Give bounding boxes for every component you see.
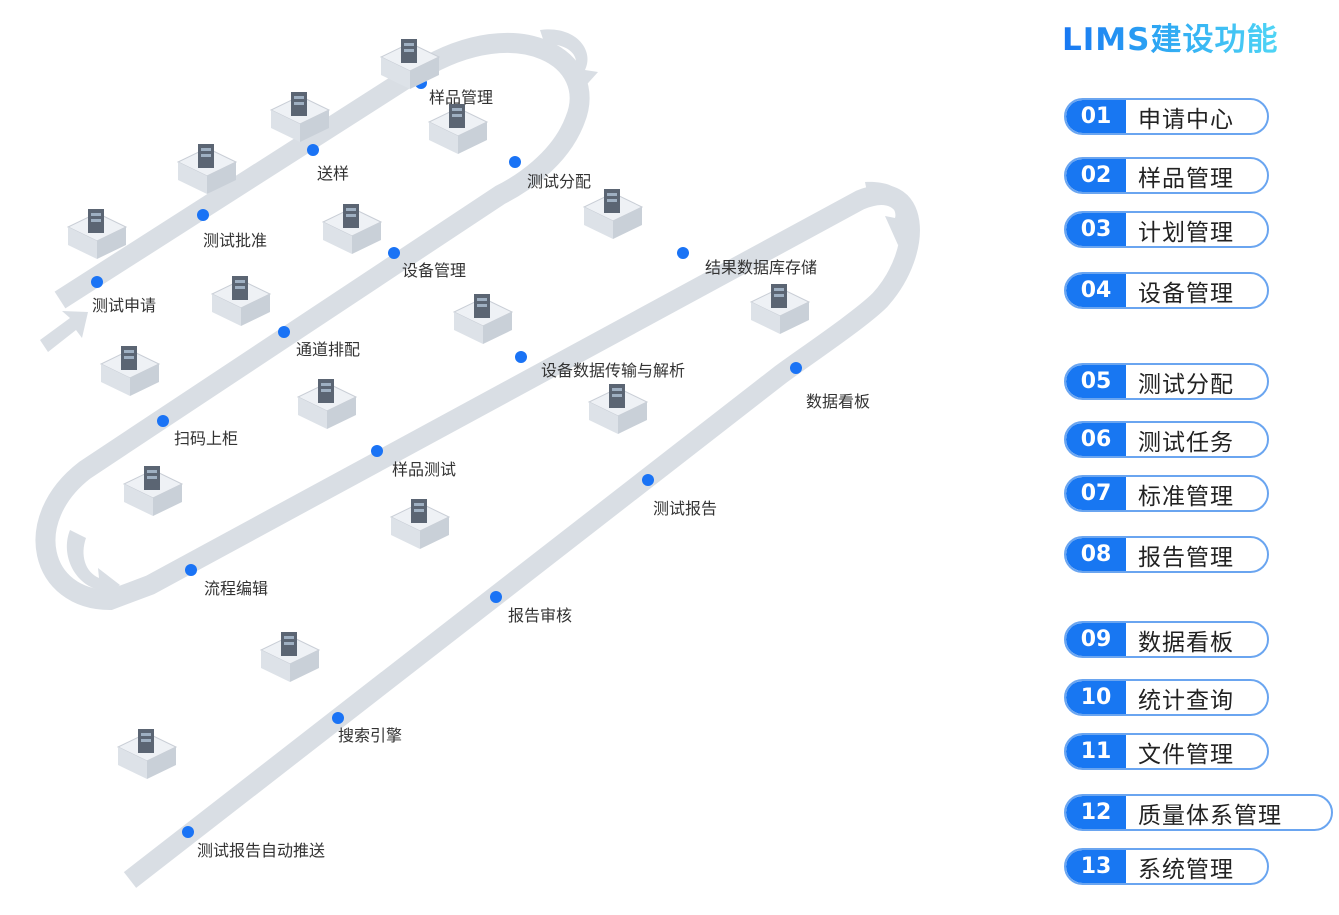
feature-number: 09 (1066, 623, 1126, 656)
feature-number: 05 (1066, 365, 1126, 398)
feature-number: 01 (1066, 100, 1126, 133)
server-rack-icon (317, 200, 387, 264)
step-dot (677, 247, 689, 259)
feature-label: 统计查询 (1138, 687, 1234, 714)
feature-label: 测试分配 (1138, 371, 1234, 398)
step-label: 数据看板 (806, 392, 871, 411)
reactor-icon (292, 375, 362, 439)
businessman-tablet-icon (172, 140, 242, 204)
step-dot (388, 247, 400, 259)
workflow-mobile-icon (118, 462, 188, 526)
step-label: 通道排配 (296, 340, 361, 359)
step-dot (490, 591, 502, 603)
feature-number: 12 (1066, 796, 1126, 829)
feature-number: 02 (1066, 159, 1126, 192)
step-dot (509, 156, 521, 168)
feature-number: 03 (1066, 213, 1126, 246)
step-label: 报告审核 (508, 606, 573, 625)
feature-label: 质量体系管理 (1138, 802, 1282, 829)
step-label: 设备管理 (402, 261, 467, 280)
feature-number: 13 (1066, 850, 1126, 883)
feature-item: 03 计划管理 (1064, 211, 1269, 248)
step-label: 测试申请 (92, 296, 157, 315)
step-dot (642, 474, 654, 486)
feature-item: 04 设备管理 (1064, 272, 1269, 309)
network-nodes-icon (206, 272, 276, 336)
step-label: 测试报告自动推送 (197, 841, 326, 860)
feature-item: 05 测试分配 (1064, 363, 1269, 400)
feature-item: 11 文件管理 (1064, 733, 1269, 770)
feature-label: 文件管理 (1138, 741, 1234, 768)
cloud-database-icon (578, 185, 648, 249)
feature-item: 06 测试任务 (1064, 421, 1269, 458)
scanner-icon (95, 342, 165, 406)
feature-label: 样品管理 (1138, 165, 1234, 192)
step-dot (307, 144, 319, 156)
step-dot (91, 276, 103, 288)
review-office-icon (385, 495, 455, 559)
page-title: LIMS建设功能 (1062, 14, 1278, 59)
feature-label: 申请中心 (1138, 106, 1234, 133)
step-label: 流程编辑 (204, 579, 269, 598)
step-label: 扫码上柜 (174, 429, 239, 448)
report-printer-icon (583, 380, 653, 444)
courier-trolley-icon (265, 88, 335, 152)
lab-team-icon (423, 100, 493, 164)
feature-label: 计划管理 (1138, 219, 1234, 246)
feature-item: 01 申请中心 (1064, 98, 1269, 135)
loop-arrow-icon-right (865, 181, 918, 245)
data-network-icon (448, 290, 518, 354)
feature-item: 13 系统管理 (1064, 848, 1269, 885)
feature-item: 09 数据看板 (1064, 621, 1269, 658)
feature-item: 10 统计查询 (1064, 679, 1269, 716)
step-dot (157, 415, 169, 427)
feature-label: 标准管理 (1138, 483, 1234, 510)
feature-label: 数据看板 (1138, 629, 1234, 656)
search-dashboard-icon (255, 628, 325, 692)
feature-number: 11 (1066, 735, 1126, 768)
step-dot (182, 826, 194, 838)
feature-number: 04 (1066, 274, 1126, 307)
feature-item: 07 标准管理 (1064, 475, 1269, 512)
feature-item: 08 报告管理 (1064, 536, 1269, 573)
feature-item: 12 质量体系管理 (1064, 794, 1333, 831)
feature-number: 06 (1066, 423, 1126, 456)
step-dot (515, 351, 527, 363)
feature-label: 设备管理 (1138, 280, 1234, 307)
step-dots (91, 77, 802, 838)
step-label: 样品管理 (429, 88, 494, 107)
step-dot (371, 445, 383, 457)
start-arrow-icon (40, 311, 88, 352)
step-dot (332, 712, 344, 724)
feature-label: 系统管理 (1138, 856, 1234, 883)
dashboard-icon (745, 280, 815, 344)
feature-label: 测试任务 (1138, 429, 1234, 456)
loop-arrow-icon-left (66, 530, 120, 602)
feature-item: 02 样品管理 (1064, 157, 1269, 194)
step-dot (278, 326, 290, 338)
step-label: 设备数据传输与解析 (541, 361, 686, 380)
step-label: 测试报告 (653, 499, 718, 518)
step-label: 送样 (317, 164, 350, 183)
feature-number: 08 (1066, 538, 1126, 571)
feature-number: 07 (1066, 477, 1126, 510)
step-label: 结果数据库存储 (705, 258, 818, 277)
mobile-push-icon (112, 725, 182, 789)
loop-arrow-icon-top (540, 29, 598, 93)
step-label: 测试批准 (203, 231, 268, 250)
step-dot (790, 362, 802, 374)
step-dot (185, 564, 197, 576)
step-label: 搜索引擎 (338, 726, 403, 745)
step-dot (197, 209, 209, 221)
sample-cabinet-icon (375, 35, 445, 99)
feature-number: 10 (1066, 681, 1126, 714)
feature-label: 报告管理 (1138, 544, 1234, 571)
step-label: 样品测试 (392, 460, 457, 479)
person-laptop-icon (62, 205, 132, 269)
step-label: 测试分配 (527, 172, 592, 191)
